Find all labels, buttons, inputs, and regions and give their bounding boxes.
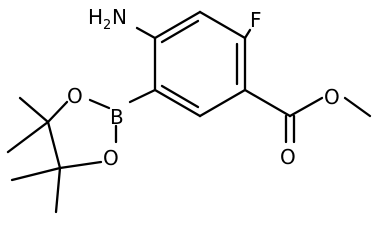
bond-lower-methyl-b xyxy=(54,166,62,214)
bond-ring-1 xyxy=(198,10,247,40)
bond-ring-to-carbonyl xyxy=(243,88,292,118)
bond-pinacol-carbon-carbon xyxy=(46,120,62,170)
bond-carbonyl-to-oxygen xyxy=(288,96,324,118)
bond-oxygen-to-methyl xyxy=(343,96,372,118)
bond-lower-methyl-a xyxy=(10,166,62,182)
bond-ring-4-inner xyxy=(160,84,200,109)
bond-fluorine xyxy=(243,28,252,40)
ester-carbonyl-oxygen-label: O xyxy=(280,145,296,169)
bond-bottom-oxygen-to-carbon xyxy=(58,160,103,170)
bond-ring-to-boron xyxy=(128,88,157,104)
amine-n-label: N xyxy=(112,5,127,29)
benzene-ring xyxy=(153,10,247,118)
bond-amine xyxy=(135,26,157,40)
bond-boron-to-top-oxygen xyxy=(88,98,111,110)
bond-upper-methyl-b xyxy=(6,120,50,154)
bond-ring-3 xyxy=(198,88,247,118)
chemical-structure: H 2 N F O O B O O xyxy=(6,5,372,214)
amine-h-label: H xyxy=(88,5,103,29)
ester-single-oxygen-label: O xyxy=(324,85,340,109)
boron-label: B xyxy=(110,105,124,129)
bond-upper-methyl-a xyxy=(18,96,50,124)
amine-group: H 2 N xyxy=(88,5,127,33)
top-ring-oxygen-label: O xyxy=(67,84,83,108)
amine-subscript-label: 2 xyxy=(103,18,111,33)
bottom-ring-oxygen-label: O xyxy=(103,146,119,170)
bond-ring-6 xyxy=(153,10,202,40)
bond-ring-6-inner xyxy=(160,19,200,44)
bond-ring-4 xyxy=(153,88,202,118)
fluorine-label: F xyxy=(250,8,262,32)
bond-top-oxygen-to-carbon xyxy=(46,100,69,124)
